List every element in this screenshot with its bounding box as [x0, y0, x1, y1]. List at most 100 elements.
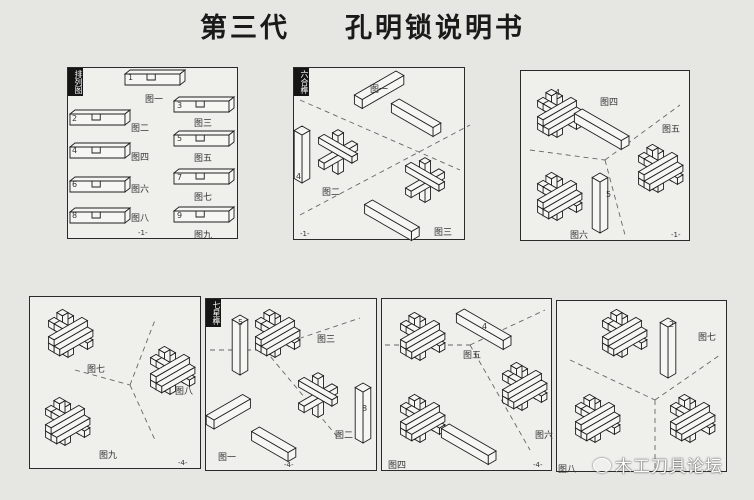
block-face [544, 88, 558, 97]
figure-label: 图五 [662, 125, 681, 135]
block-face [407, 311, 421, 320]
block-face [311, 372, 325, 380]
figure-label: 图七 [87, 365, 106, 375]
block-face [404, 161, 446, 186]
block-face [509, 361, 523, 370]
figure-label: 图八 [131, 214, 150, 224]
block-face [501, 369, 543, 394]
panel-badge: 排列图 [68, 68, 83, 96]
piece-number: 5 [177, 134, 183, 143]
block-face [53, 326, 94, 350]
puzzle-piece [172, 168, 236, 174]
block-face [643, 161, 684, 185]
figure-label: 图三 [434, 228, 453, 238]
block-face [354, 382, 372, 393]
figure-label: 图七 [698, 333, 717, 343]
block-face [582, 393, 596, 402]
dashed-separator [469, 344, 531, 451]
puzzle-piece [228, 168, 235, 185]
dashed-separator [604, 104, 681, 161]
figure-label: 图四 [600, 98, 619, 108]
block-face [599, 176, 609, 234]
block-face [580, 411, 621, 435]
block-face [44, 404, 86, 429]
block-face [239, 318, 249, 376]
block-face [55, 308, 69, 317]
puzzle-piece [68, 176, 132, 182]
dashed-separator [654, 354, 721, 401]
page-number: -1- [300, 230, 310, 238]
figure-label: 图一 [145, 95, 164, 105]
block-face [405, 329, 446, 353]
chat-logo-icon [593, 458, 611, 473]
piece-number: 4 [555, 88, 561, 97]
block-face [293, 125, 311, 136]
page-number: -4- [533, 461, 543, 469]
piece-number: 2 [669, 320, 675, 329]
block-face [47, 316, 89, 341]
piece-notch [91, 211, 101, 219]
block-face [231, 314, 249, 325]
puzzle-piece [228, 130, 235, 147]
title-name: 孔明锁说明书 [345, 13, 525, 44]
block-face [297, 376, 339, 401]
figure-label: 图三 [317, 335, 336, 345]
page-number: -4- [178, 459, 188, 467]
figure-label: 图六 [535, 431, 554, 441]
dashed-separator [299, 99, 461, 171]
block-face [250, 426, 297, 454]
piece-notch [195, 134, 205, 142]
block-face [301, 129, 311, 184]
panel-badge: 七星榫 [206, 299, 221, 327]
figure-label: 图三 [194, 119, 213, 129]
block-face [601, 316, 643, 341]
puzzle-piece [228, 96, 235, 113]
block-face [607, 326, 648, 350]
page-number: -4- [284, 461, 294, 469]
puzzle-piece [124, 109, 131, 126]
piece-number: 5 [238, 318, 244, 327]
block-face [353, 70, 405, 101]
piece-number: 8 [72, 211, 78, 220]
block-face [440, 423, 497, 457]
puzzle-piece [172, 130, 236, 136]
page-number: -1- [138, 229, 148, 237]
puzzle-piece [124, 176, 131, 193]
dashed-separator [129, 384, 156, 441]
block-face [573, 108, 630, 142]
figure-label: 图五 [463, 351, 482, 361]
block-face [677, 393, 691, 402]
figure-label: 图六 [570, 231, 589, 241]
block-face [455, 308, 512, 342]
piece-notch [146, 73, 156, 81]
block-face [544, 171, 558, 180]
dashed-separator [569, 359, 656, 401]
piece-notch [91, 113, 101, 121]
block-face [157, 345, 171, 354]
watermark: 木工刀具论坛 [593, 452, 723, 477]
puzzle-piece [179, 69, 186, 86]
dashed-separator [469, 309, 546, 346]
puzzle-piece [172, 96, 236, 102]
block-face [542, 189, 583, 213]
block-face [262, 308, 276, 317]
block-face [254, 316, 296, 341]
figure-label: 图二 [131, 124, 150, 134]
dashed-separator [74, 369, 131, 386]
puzzle-piece [124, 207, 131, 224]
block-face [536, 179, 578, 204]
figure-label: 图九 [194, 231, 213, 241]
watermark-text: 木工刀具论坛 [615, 457, 723, 477]
block-face [675, 411, 716, 435]
figure-label: 图八 [175, 387, 194, 397]
block-face [155, 363, 196, 387]
dashed-separator [604, 159, 626, 236]
block-face [231, 318, 241, 376]
block-face [536, 96, 578, 121]
puzzle-piece [124, 142, 131, 159]
dashed-separator [264, 317, 361, 351]
block-face [260, 326, 301, 350]
block-face [591, 172, 609, 183]
block-face [609, 308, 623, 317]
piece-number: 9 [177, 211, 183, 220]
